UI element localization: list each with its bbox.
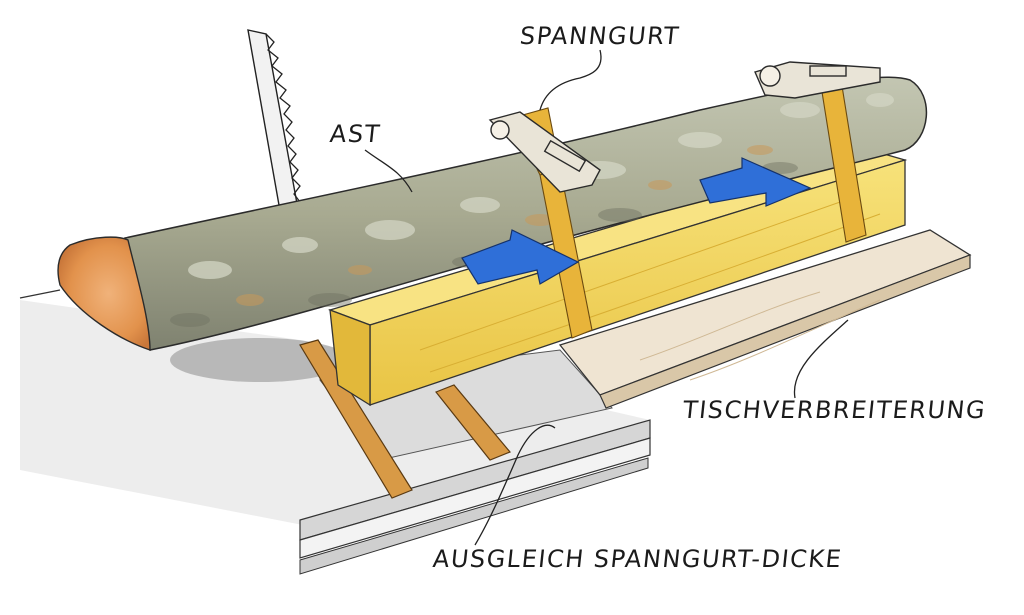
label-ast: AST xyxy=(328,120,383,148)
label-tischverbreiterung: TISCHVERBREITERUNG xyxy=(681,396,988,424)
push-arrow-icon xyxy=(461,157,812,285)
leader-lines xyxy=(364,49,849,546)
saw-blade-icon xyxy=(247,29,301,223)
label-ausgleich: AUSGLEICH SPANNGURT-DICKE xyxy=(431,545,844,573)
compensation-slats xyxy=(299,339,511,499)
label-spanngurt: SPANNGURT xyxy=(518,22,682,50)
ratchet-strap-icon xyxy=(488,61,881,193)
table-extension-board xyxy=(558,229,972,409)
branch-log xyxy=(57,76,928,351)
